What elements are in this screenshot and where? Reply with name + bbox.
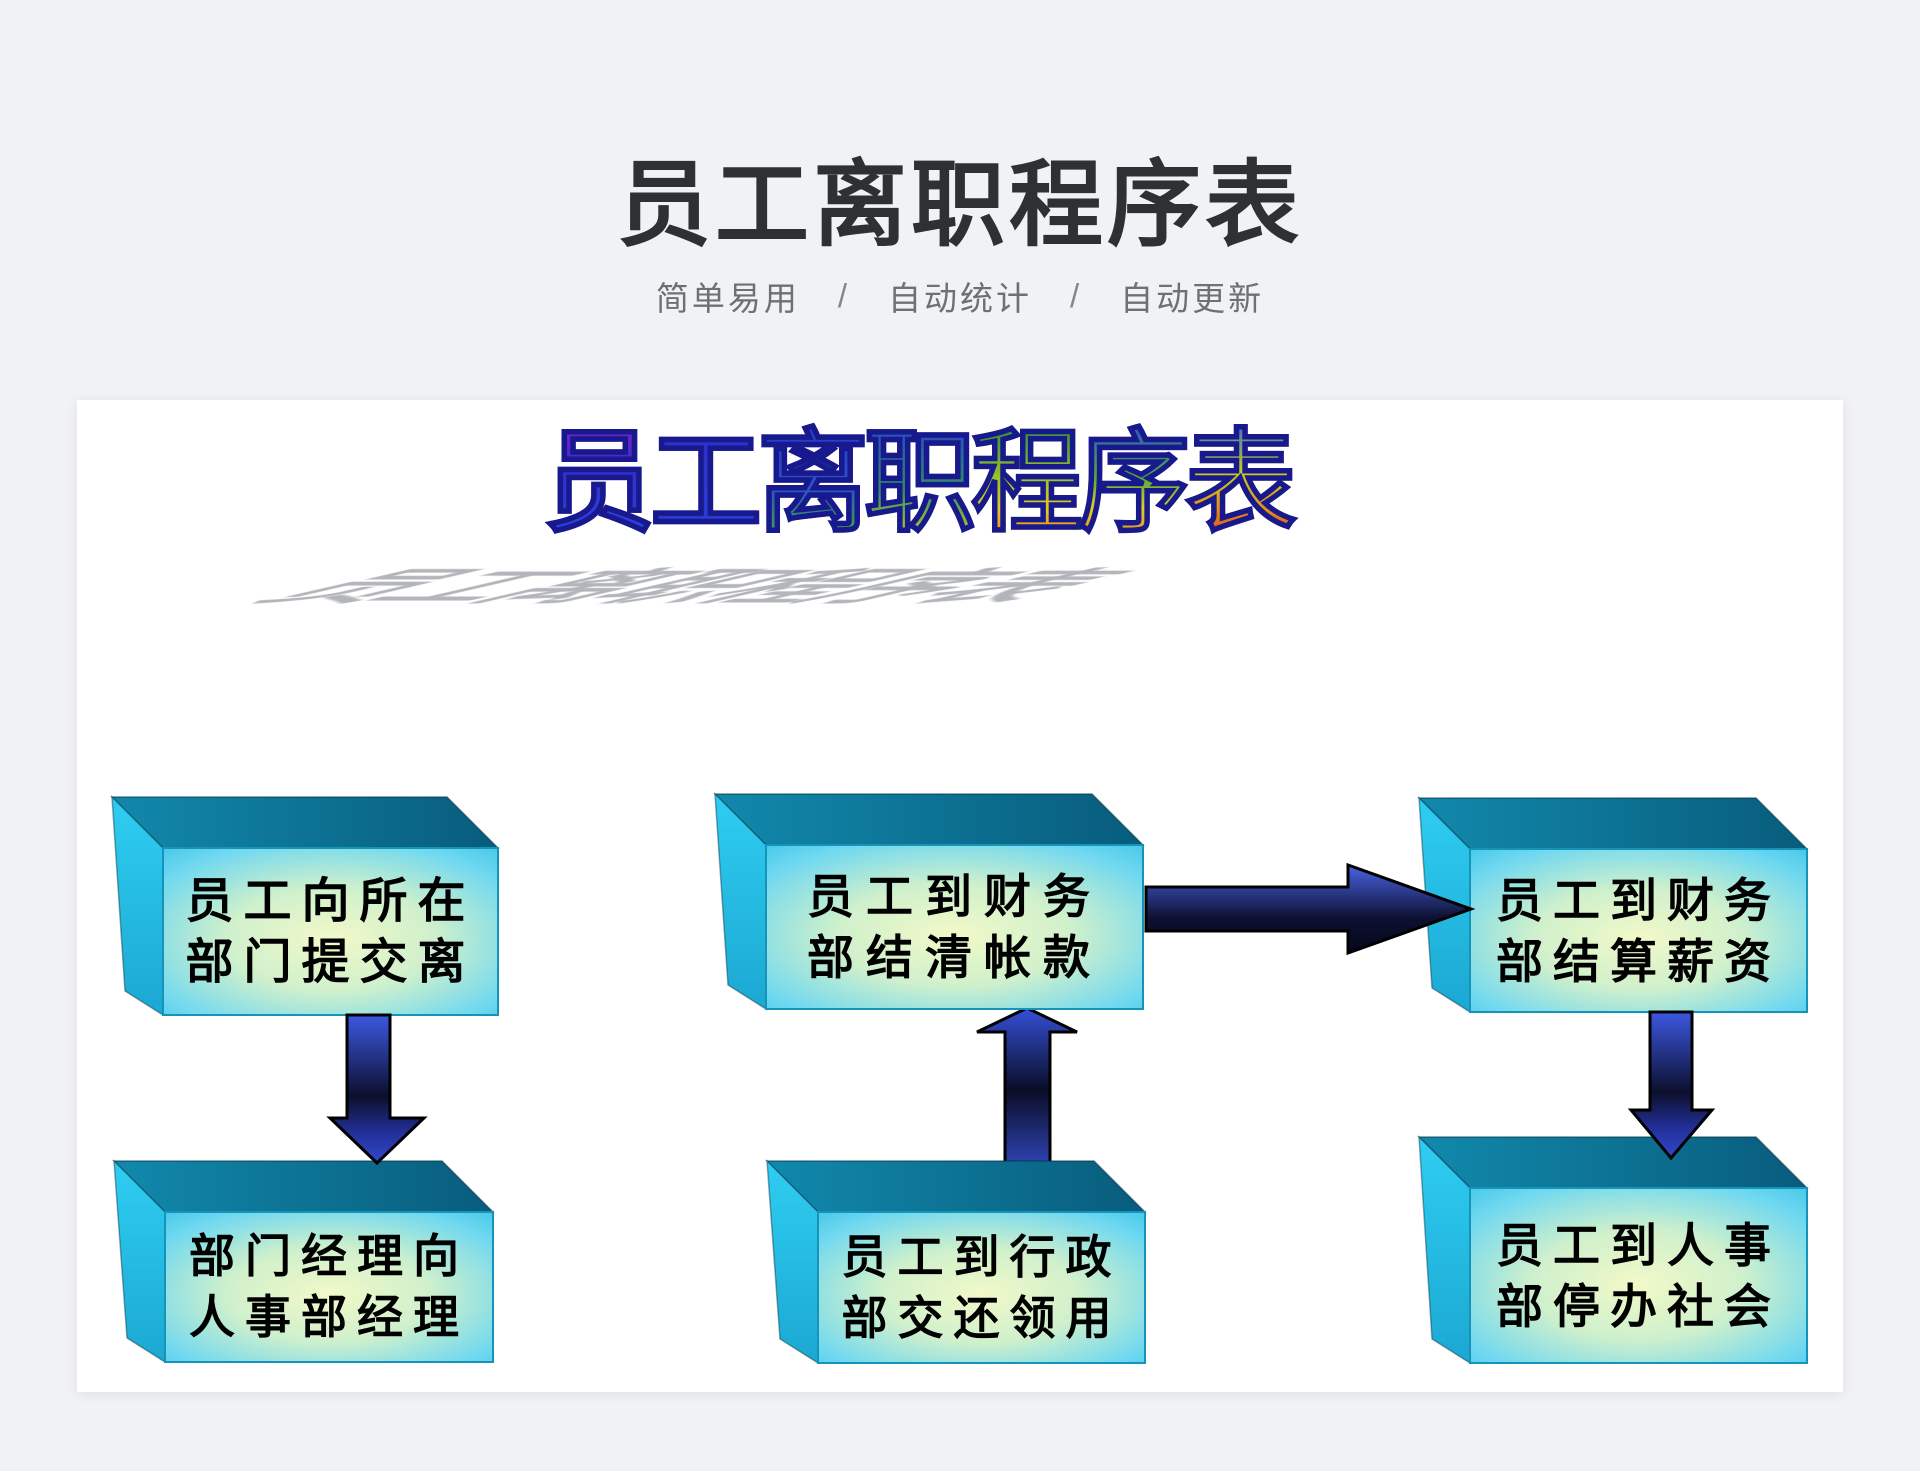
- flow-box-dept-manager-to-hr: [112, 1159, 495, 1364]
- flow-box-admin-return-items: [765, 1159, 1147, 1365]
- arrow-right-middle: [1144, 862, 1476, 956]
- box-label-finance-settle-salary: 员工到财务 部结算薪资: [1470, 849, 1807, 1012]
- box-label-line: 部交还领用: [841, 1291, 1122, 1344]
- box-label-line: 部门提交离: [185, 935, 476, 989]
- box-label-admin-return-items: 员工到行政 部交还领用: [818, 1212, 1145, 1363]
- subtitle-feature-1: 简单易用: [655, 280, 800, 317]
- subtitle-separator: /: [1070, 277, 1083, 314]
- subtitle: 简单易用 / 自动统计 / 自动更新: [0, 272, 1920, 320]
- box-label-hr-stop-social: 员工到人事 部停办社会: [1470, 1188, 1807, 1363]
- flow-box-finance-clear-accounts: [713, 792, 1145, 1011]
- page-title: 员工离职程序表: [616, 151, 1303, 257]
- box-label-dept-manager-to-hr: 部门经理向 人事部经理: [165, 1212, 493, 1362]
- box-label-line: 部结算薪资: [1496, 934, 1781, 988]
- arrow-down-left: [326, 1013, 428, 1166]
- subtitle-feature-2: 自动统计: [888, 280, 1032, 317]
- box-label-line: 员工向所在: [185, 874, 476, 928]
- box-label-line: 员工到财务: [1496, 873, 1781, 927]
- box-label-line: 员工到财务: [807, 870, 1102, 923]
- box-label-line: 员工到行政: [841, 1230, 1122, 1283]
- subtitle-separator: /: [837, 277, 850, 314]
- box-label-submit-resignation: 员工向所在 部门提交离: [163, 848, 498, 1015]
- box-label-line: 人事部经理: [189, 1291, 469, 1343]
- arrow-down-right: [1627, 1010, 1716, 1161]
- box-label-line: 部门经理向: [189, 1230, 469, 1282]
- box-label-line: 部停办社会: [1496, 1279, 1781, 1333]
- flow-box-hr-stop-social: [1417, 1135, 1809, 1365]
- box-label-line: 部结清帐款: [807, 931, 1102, 984]
- box-label-line: 员工到人事: [1496, 1218, 1781, 1272]
- subtitle-feature-3: 自动更新: [1120, 280, 1265, 317]
- flow-box-submit-resignation: [110, 795, 500, 1017]
- box-label-finance-clear-accounts: 员工到财务 部结清帐款: [766, 845, 1143, 1009]
